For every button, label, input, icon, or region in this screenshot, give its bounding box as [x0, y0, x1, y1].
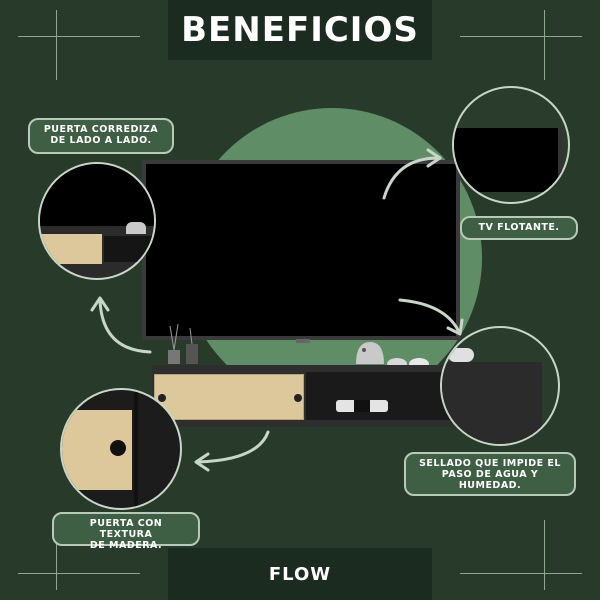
frame-line-bottom-left-h: [18, 573, 140, 574]
frame-line-top-right-h: [460, 36, 582, 37]
frame-line-top-right-v: [544, 10, 545, 80]
arrow-to-wood-callout: [196, 430, 270, 464]
door-knob-left: [158, 394, 166, 402]
tv-mount: [296, 339, 310, 343]
callout-floating-tv: TV FLOTANTE.: [460, 216, 578, 240]
product-name: FLOW: [268, 563, 332, 585]
decor-elephant-figure: [356, 342, 384, 364]
callout-wood-door: PUERTA CON TEXTURA DE MADERA.: [52, 512, 200, 551]
sliding-door-wood: [154, 374, 304, 420]
decor-plant-vase: [168, 323, 198, 364]
footer-banner: FLOW: [168, 548, 432, 600]
arrow-to-door-callout: [98, 298, 152, 354]
door-knob-right: [294, 394, 302, 402]
frame-line-bottom-right-v: [544, 520, 545, 590]
frame-line-bottom-left-v: [56, 520, 57, 590]
page-title: BENEFICIOS: [181, 10, 419, 50]
frame-line-bottom-right-h: [460, 573, 582, 574]
title-banner: BENEFICIOS: [168, 0, 432, 60]
zoom-circle-floating-tv: [452, 86, 570, 204]
callout-sliding-door: PUERTA CORREDIZA DE LADO A LADO.: [28, 118, 174, 154]
arrow-to-tv-callout: [382, 156, 440, 200]
game-console-icon: [336, 400, 388, 412]
frame-line-top-left-h: [18, 36, 140, 37]
tv-screen: [142, 160, 460, 340]
zoom-circle-sealed-edge: [440, 326, 560, 446]
zoom-circle-sliding-door: [38, 162, 156, 280]
zoom-circle-wood-texture: [60, 388, 182, 510]
callout-sealed: SELLADO QUE IMPIDE EL PASO DE AGUA Y HUM…: [404, 452, 576, 496]
frame-line-top-left-v: [56, 10, 57, 80]
arrow-to-sealed-callout: [398, 298, 460, 332]
